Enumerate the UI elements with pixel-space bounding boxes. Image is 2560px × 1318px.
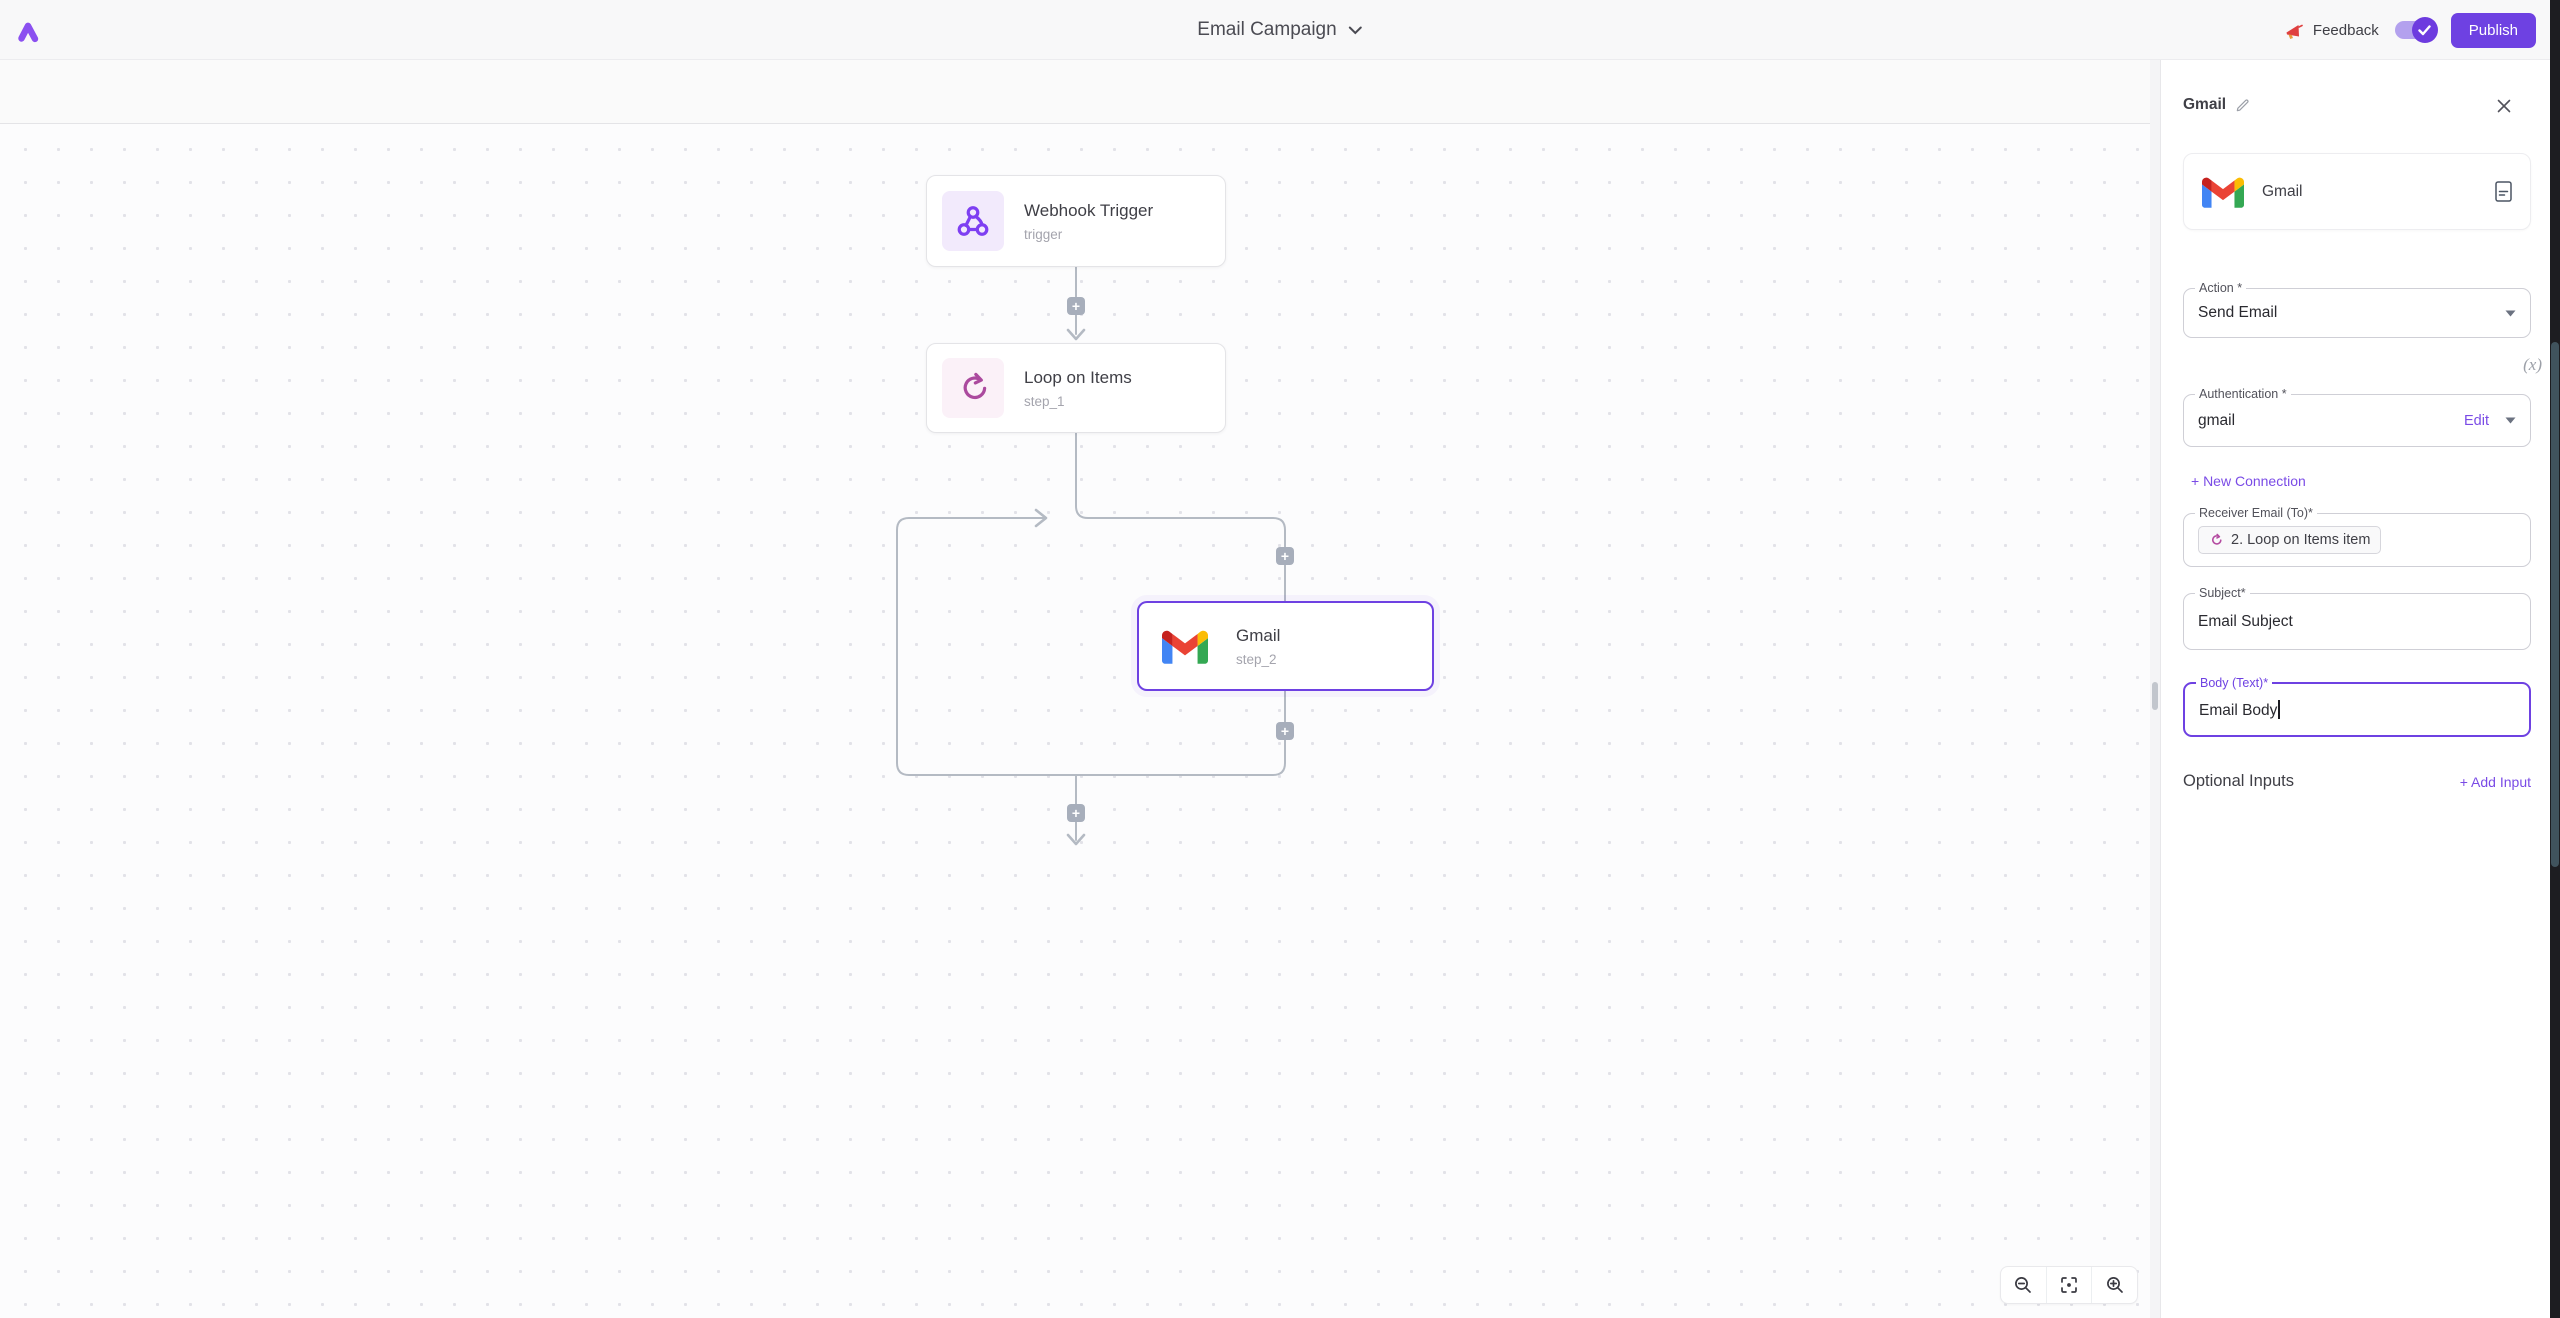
canvas-scrollbar[interactable] [2150,60,2160,1318]
step-settings-panel: Gmail Gmail Acti [2160,60,2550,1318]
webhook-icon [942,191,1004,251]
canvas-scrollbar-thumb[interactable] [2152,682,2158,710]
add-step-button[interactable]: + [1276,722,1294,740]
node-step-name: step_1 [1024,393,1065,409]
new-connection-button[interactable]: + New Connection [2191,473,2306,489]
receiver-email-label: Receiver Email (To)* [2195,506,2317,520]
flow-title[interactable]: Email Campaign [1197,19,1337,40]
page-scrollbar-thumb[interactable] [2551,342,2559,867]
action-value: Send Email [2198,304,2278,321]
toggle-knob [2411,17,2438,43]
action-select[interactable]: Action * Send Email [2183,281,2531,338]
node-title: Loop on Items [1024,367,1132,387]
node-webhook-trigger[interactable]: Webhook Trigger trigger [926,175,1226,267]
chevron-down-icon [2505,310,2516,316]
add-step-button[interactable]: + [1067,804,1085,822]
optional-inputs-heading: Optional Inputs [2183,772,2294,790]
flow-connectors [896,266,1286,846]
rename-pencil-icon[interactable] [2235,98,2250,113]
node-loop-on-items[interactable]: Loop on Items step_1 [926,343,1226,433]
gmail-logo-icon [1154,616,1216,676]
insert-variable-icon[interactable]: (x) [2523,355,2542,374]
loop-item-token-chip[interactable]: 2. Loop on Items item [2198,526,2382,554]
flow-canvas[interactable]: + + + + Webhook Trigger trigger [0,124,2150,1318]
add-step-button[interactable]: + [1067,297,1085,315]
top-header: Email Campaign Feedback Publish [0,0,2560,60]
authentication-select[interactable]: Authentication * gmail Edit [2183,387,2531,447]
feedback-toggle[interactable] [2394,17,2438,43]
edit-connection-link[interactable]: Edit [2464,412,2489,429]
app-name: Gmail [2262,182,2303,200]
action-label: Action * [2195,281,2247,295]
node-step-name: trigger [1024,226,1063,242]
publish-button[interactable]: Publish [2450,12,2536,48]
node-step-name: step_2 [1236,651,1277,667]
zoom-out-button[interactable] [2001,1267,2046,1303]
feedback-button[interactable]: Feedback [2283,19,2379,41]
token-chip-label: 2. Loop on Items item [2231,532,2371,548]
zoom-in-button[interactable] [2091,1267,2137,1303]
node-title: Webhook Trigger [1024,200,1154,220]
tab-strip: + Send Emails Test flow [0,60,2150,185]
app-logo-icon[interactable] [15,18,41,44]
panel-step-title: Gmail [2183,96,2227,113]
subject-value: Email Subject [2198,612,2293,630]
feedback-label: Feedback [2312,21,2379,39]
text-cursor [2278,699,2280,719]
page-scrollbar[interactable] [2550,0,2560,1318]
close-panel-button[interactable] [2496,98,2512,117]
subject-field[interactable]: Subject* Email Subject [2183,586,2531,650]
receiver-email-field[interactable]: Receiver Email (To)* 2. Loop on Items it… [2183,506,2531,567]
loop-icon [2212,533,2222,545]
authentication-value: gmail [2198,411,2236,429]
body-text-value: Email Body [2199,701,2278,719]
loop-icon [942,358,1004,418]
add-input-button[interactable]: + Add Input [2459,773,2531,790]
zoom-in-icon [2106,1277,2123,1293]
chevron-down-icon [2505,417,2516,424]
zoom-out-icon [2015,1277,2032,1293]
app-info-card: Gmail [2183,153,2531,230]
body-text-field[interactable]: Body (Text)* Email Body [2183,676,2531,737]
fit-view-button[interactable] [2045,1267,2092,1303]
node-title: Gmail [1236,625,1281,645]
node-gmail[interactable]: Gmail step_2 [1137,601,1434,691]
authentication-label: Authentication * [2195,387,2291,401]
body-text-label: Body (Text)* [2196,676,2273,690]
docs-icon[interactable] [2495,181,2512,202]
megaphone-icon [2286,24,2303,39]
fit-view-icon [2061,1277,2077,1293]
flow-title-chevron-icon[interactable] [1349,26,1363,35]
canvas-zoom-toolbar [2000,1266,2138,1304]
add-step-button[interactable]: + [1276,547,1294,565]
subject-label: Subject* [2195,586,2250,600]
gmail-logo-icon [2202,177,2244,208]
